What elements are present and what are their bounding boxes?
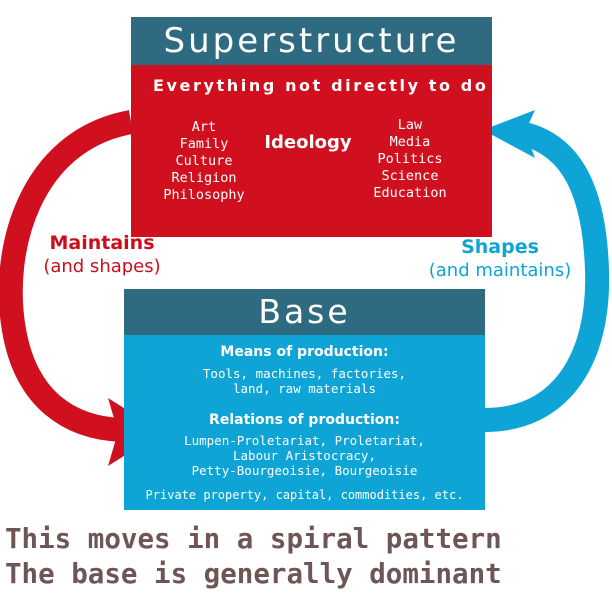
footer-line-2: The base is generally dominant (5, 558, 502, 590)
list-item: Science (381, 168, 439, 184)
shapes-arrowhead (483, 110, 535, 158)
superstructure-title: Superstructure (131, 17, 492, 65)
footer-line-1: This moves in a spiral pattern (5, 523, 502, 555)
text-line: Tools, machines, factories, (202, 366, 407, 381)
list-item: Family (179, 136, 229, 152)
superstructure-left-list: Art Family Culture Religion Philosophy (146, 119, 262, 204)
list-item: Media (389, 134, 431, 150)
text-line: land, raw materials (233, 381, 376, 396)
shapes-arrow (484, 120, 610, 432)
list-item: Politics (377, 151, 443, 167)
list-item: Religion (171, 170, 237, 186)
maintains-title: Maintains (49, 232, 155, 254)
superstructure-right-list: Law Media Politics Science Education (352, 117, 468, 202)
superstructure-box (131, 65, 492, 237)
list-item: Law (397, 117, 423, 133)
means-heading: Means of production: (220, 344, 389, 360)
superstructure-subtitle: Everything not directly to do with (153, 76, 492, 95)
maintains-label: Maintains (and shapes) (32, 232, 172, 277)
maintains-arrow (0, 110, 134, 442)
ideology-label: Ideology (264, 132, 352, 153)
text-line: Labour Aristocracy, (233, 448, 376, 463)
list-item: Philosophy (163, 187, 245, 203)
list-item: Education (373, 185, 447, 201)
base-footer-note: Private property, capital, commodities, … (145, 488, 464, 502)
base-box (124, 335, 485, 510)
means-text: Tools, machines, factories, land, raw ma… (124, 366, 485, 396)
text-line: Lumpen-Proletariat, Proletariat, (184, 433, 425, 448)
relations-text: Lumpen-Proletariat, Proletariat, Labour … (124, 433, 485, 478)
base-title: Base (124, 289, 485, 335)
shapes-subtitle: (and maintains) (428, 260, 572, 281)
shapes-label: Shapes (and maintains) (414, 236, 586, 281)
relations-heading: Relations of production: (209, 412, 400, 428)
shapes-title: Shapes (461, 236, 539, 258)
maintains-subtitle: (and shapes) (43, 256, 161, 277)
list-item: Culture (175, 153, 233, 169)
text-line: Petty-Bourgeoisie, Bourgeoisie (191, 463, 418, 478)
list-item: Art (191, 119, 217, 135)
